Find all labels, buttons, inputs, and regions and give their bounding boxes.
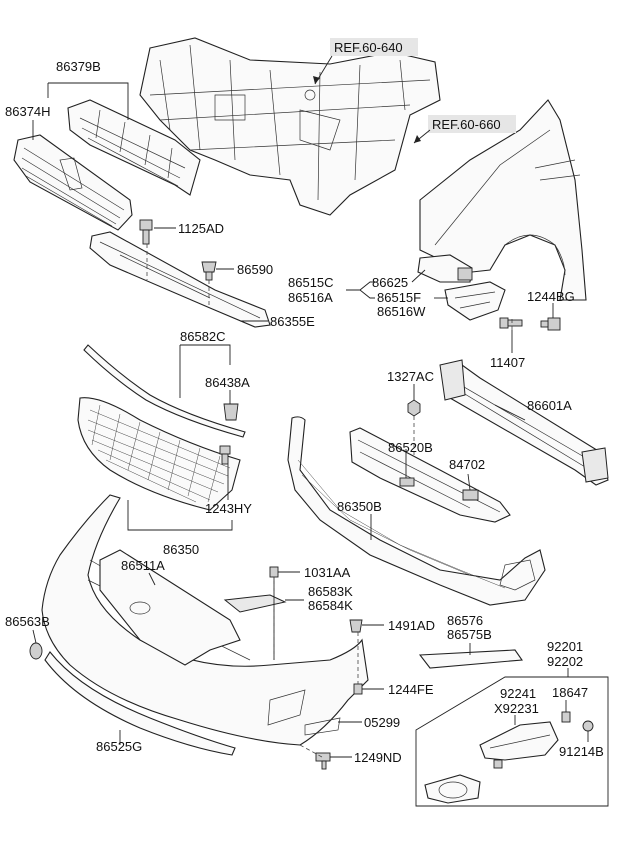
label-86601A: 86601A bbox=[527, 398, 572, 413]
label-1244BG: 1244BG bbox=[527, 289, 575, 304]
label-86576: 86576 bbox=[447, 613, 483, 628]
fender-bracket-86625 bbox=[417, 254, 473, 283]
bumper-beam-86601A bbox=[439, 359, 609, 486]
clip-86590 bbox=[201, 261, 217, 281]
label-86584K: 86584K bbox=[308, 598, 353, 613]
label-18647: 18647 bbox=[552, 685, 588, 700]
label-86379B: 86379B bbox=[56, 59, 101, 74]
ref-60-640-callout: REF.60-640 bbox=[313, 38, 418, 85]
label-11407: 11407 bbox=[490, 355, 525, 370]
lower-grille-86350B bbox=[287, 416, 546, 606]
nut-1327AC bbox=[407, 399, 421, 417]
label-86525G: 86525G bbox=[96, 739, 142, 754]
label-1327AC: 1327AC bbox=[387, 369, 434, 384]
fog-lamp-unit bbox=[424, 774, 481, 804]
label-86350: 86350 bbox=[163, 542, 199, 557]
bolt-1244FE bbox=[353, 683, 363, 695]
label-86590: 86590 bbox=[237, 262, 273, 277]
label-86438A: 86438A bbox=[205, 375, 250, 390]
fog-lamp-bracket-92241 bbox=[479, 721, 559, 761]
label-X92231: X92231 bbox=[494, 701, 539, 716]
label-86575B: 86575B bbox=[447, 627, 492, 642]
label-1249ND: 1249ND bbox=[354, 750, 402, 765]
radiator-grille-upper bbox=[13, 134, 133, 231]
label-92241: 92241 bbox=[500, 686, 536, 701]
label-86583K: 86583K bbox=[308, 584, 353, 599]
label-86516A: 86516A bbox=[288, 290, 333, 305]
label-86515C: 86515C bbox=[288, 275, 334, 290]
clip-86438A bbox=[223, 403, 239, 421]
label-92201: 92201 bbox=[547, 639, 583, 654]
grille-molding-86582C bbox=[83, 344, 246, 438]
lower-lip-86525G bbox=[44, 651, 236, 756]
label-91214B: 91214B bbox=[559, 744, 604, 759]
fog-lamp-box bbox=[415, 676, 609, 807]
part-labels: 86379B 86374H 1125AD 86590 86355E 86515C… bbox=[5, 59, 604, 765]
leader-lines bbox=[32, 82, 589, 758]
label-86582C: 86582C bbox=[180, 329, 226, 344]
ref-60-640-label: REF.60-640 bbox=[334, 40, 403, 55]
radiator-grille-86350 bbox=[77, 397, 241, 511]
label-84702: 84702 bbox=[449, 457, 485, 472]
bracket-84702 bbox=[462, 489, 479, 501]
label-86520B: 86520B bbox=[388, 440, 433, 455]
fender-bracket-86515F bbox=[444, 281, 506, 321]
clip-1491AD bbox=[349, 619, 363, 633]
front-bumper-cover bbox=[41, 494, 369, 746]
label-86563B: 86563B bbox=[5, 614, 50, 629]
label-1125AD: 1125AD bbox=[178, 221, 224, 236]
bolt-1244BG bbox=[540, 317, 561, 331]
ref-60-660-label: REF.60-660 bbox=[432, 117, 501, 132]
label-86511A: 86511A bbox=[121, 558, 165, 573]
label-1491AD: 1491AD bbox=[388, 618, 435, 633]
bolt-1125AD bbox=[139, 219, 153, 245]
plug-86563B bbox=[29, 642, 43, 660]
front-fender bbox=[419, 99, 587, 301]
screw-11407 bbox=[499, 317, 523, 329]
ref-60-660-callout: REF.60-660 bbox=[413, 115, 516, 144]
screw-1243HY bbox=[219, 445, 231, 465]
screw-fog-lamp bbox=[493, 759, 503, 769]
label-86350B: 86350B bbox=[337, 499, 382, 514]
radiator-support-panel bbox=[139, 37, 441, 216]
screw-1249ND bbox=[315, 752, 331, 770]
label-1243HY: 1243HY bbox=[205, 501, 252, 516]
screw-18647 bbox=[561, 711, 571, 723]
garnish-86576 bbox=[418, 649, 523, 669]
screw-1031AA bbox=[269, 566, 279, 578]
clip-91214B bbox=[582, 720, 594, 732]
label-86515F: 86515F bbox=[377, 290, 421, 305]
upper-grille-bracket bbox=[67, 99, 201, 196]
grille-lower-cover bbox=[89, 231, 271, 328]
label-86355E: 86355E bbox=[270, 314, 315, 329]
label-86625: 86625 bbox=[372, 275, 408, 290]
label-1031AA: 1031AA bbox=[304, 565, 351, 580]
assembly-lines bbox=[146, 244, 513, 758]
label-92202: 92202 bbox=[547, 654, 583, 669]
label-1244FE: 1244FE bbox=[388, 682, 434, 697]
label-86374H: 86374H bbox=[5, 104, 51, 119]
label-05299: 05299 bbox=[364, 715, 400, 730]
label-86516W: 86516W bbox=[377, 304, 426, 319]
